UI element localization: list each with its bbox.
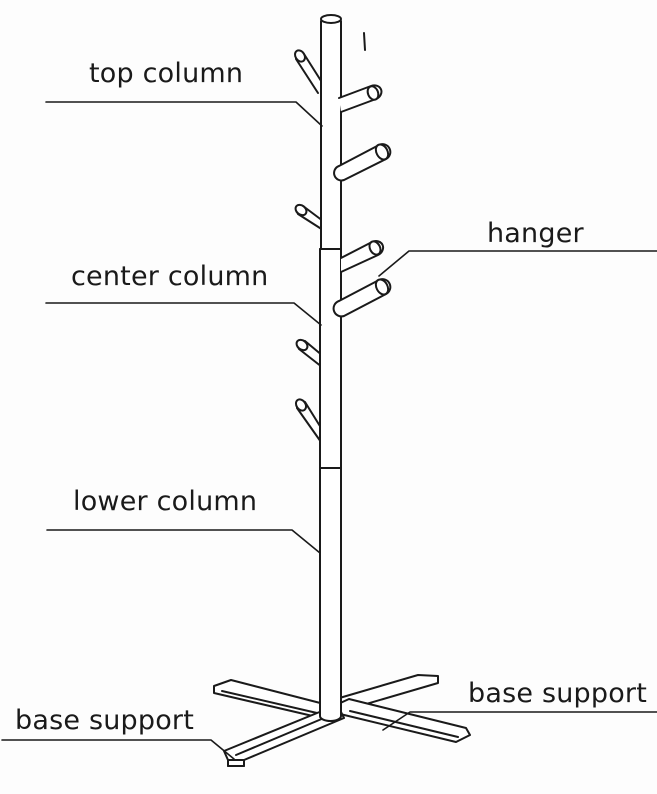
leader-hanger xyxy=(378,250,657,277)
hanger-peg-end xyxy=(294,398,308,412)
center-column-shaft xyxy=(319,248,342,469)
label-top-column: top column xyxy=(89,58,244,89)
leader-base-support-right xyxy=(382,711,657,731)
label-hanger: hanger xyxy=(487,218,584,249)
top-column-shaft xyxy=(320,20,342,250)
hanger-peg-end xyxy=(294,49,306,63)
hanger-peg-end xyxy=(374,278,390,296)
hanger-pegs-left xyxy=(294,49,324,443)
base-arm-back-left-bevel xyxy=(221,690,318,714)
leader-top-column xyxy=(45,101,323,127)
leader-base-support-left xyxy=(1,739,235,760)
leader-lines xyxy=(1,101,657,760)
base-arm-front-left-bevel xyxy=(235,717,325,756)
label-base-support-right: base support xyxy=(468,678,648,709)
label-center-column: center column xyxy=(71,261,269,292)
hanger-peg-end xyxy=(295,338,309,352)
hanger-pegs-right xyxy=(332,84,392,318)
main-pole xyxy=(319,14,342,722)
label-lower-column: lower column xyxy=(73,486,258,517)
leader-center-column xyxy=(45,302,322,326)
pole-top-cap xyxy=(320,14,342,24)
hanger-peg-end xyxy=(368,240,382,256)
hanger-peg-end xyxy=(294,203,308,217)
base-support-cross xyxy=(213,674,471,767)
hanger-peg-end xyxy=(366,85,380,101)
label-base-support-left: base support xyxy=(15,705,195,736)
base-arm-front-right-bevel xyxy=(349,710,459,738)
stray-mark xyxy=(363,32,366,51)
leader-lower-column xyxy=(46,529,321,554)
lower-column-shaft xyxy=(319,467,342,722)
hanger-peg-end xyxy=(374,143,390,161)
